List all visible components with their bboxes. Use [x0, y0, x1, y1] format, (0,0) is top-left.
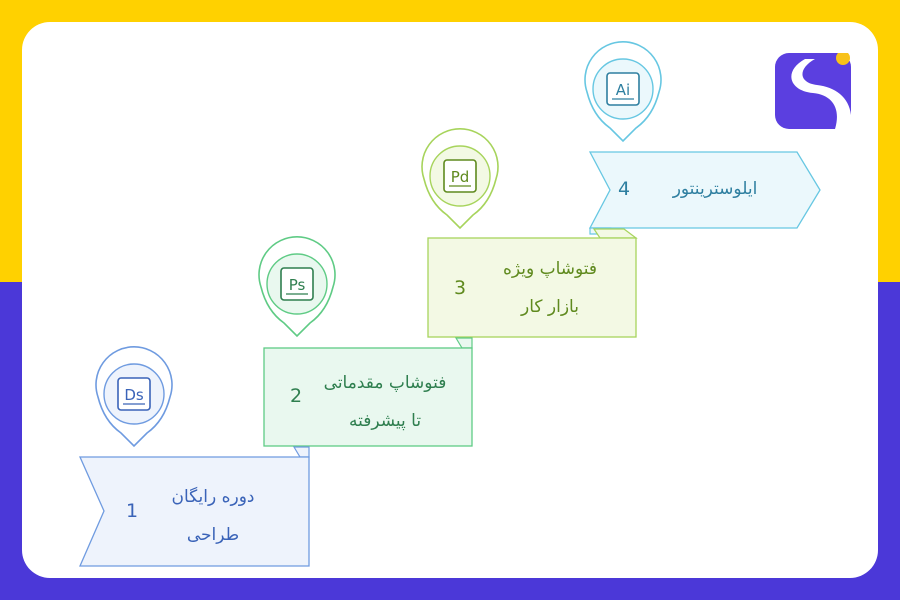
step-4-number: 4	[618, 178, 631, 200]
step-3-line1: فتوشاپ ویژه	[502, 259, 598, 279]
pin-4: Ai	[584, 41, 662, 143]
illustrator-ai-icon: Ai	[606, 72, 640, 106]
step-2-title: فتوشاپ مقدماتی تا پیشرفته	[300, 364, 470, 440]
step-4-box	[588, 151, 821, 229]
step-1-title: دوره رایگان طراحی	[150, 478, 276, 554]
pin-4-icon-text: Ai	[616, 81, 630, 99]
step-3-number: 3	[454, 277, 467, 299]
brand-logo-dot	[836, 53, 850, 65]
step-4-line1: ایلوسترینتور	[672, 179, 758, 199]
step-3	[427, 228, 638, 338]
step-2	[263, 337, 473, 447]
pin-1: Ds	[95, 346, 173, 448]
step-2-fold	[454, 337, 473, 349]
step-2-box	[263, 347, 473, 447]
step-3-title: فتوشاپ ویژه بازار کار	[470, 250, 630, 326]
pin-1-icon-text: Ds	[124, 386, 144, 404]
step-3-box	[427, 237, 637, 338]
pin-3: Pd	[421, 128, 499, 230]
step-1-fold	[292, 446, 310, 458]
photoshop-ps-icon: Ps	[280, 267, 314, 301]
step-2-line1: فتوشاپ مقدماتی	[323, 373, 447, 393]
brand-logo	[775, 53, 851, 129]
dimension-ds-icon: Ds	[117, 377, 151, 411]
step-4-title: ایلوسترینتور	[650, 170, 780, 208]
step-1-line1: دوره رایگان	[171, 487, 255, 507]
pin-2-icon-text: Ps	[289, 276, 306, 294]
pin-2: Ps	[258, 236, 336, 338]
step-3-fold	[592, 228, 638, 239]
step-1-number: 1	[126, 500, 139, 522]
step-1	[78, 446, 310, 567]
step-1-box	[78, 456, 310, 567]
step-2-line2: تا پیشرفته	[348, 411, 422, 431]
step-3-line2: بازار کار	[521, 297, 579, 317]
photoshop-pd-icon: Pd	[443, 159, 477, 193]
brand-logo-swoosh	[791, 59, 851, 129]
step-1-line2: طراحی	[186, 525, 240, 545]
step-2-number: 2	[290, 385, 303, 407]
pin-3-icon-text: Pd	[451, 168, 470, 186]
